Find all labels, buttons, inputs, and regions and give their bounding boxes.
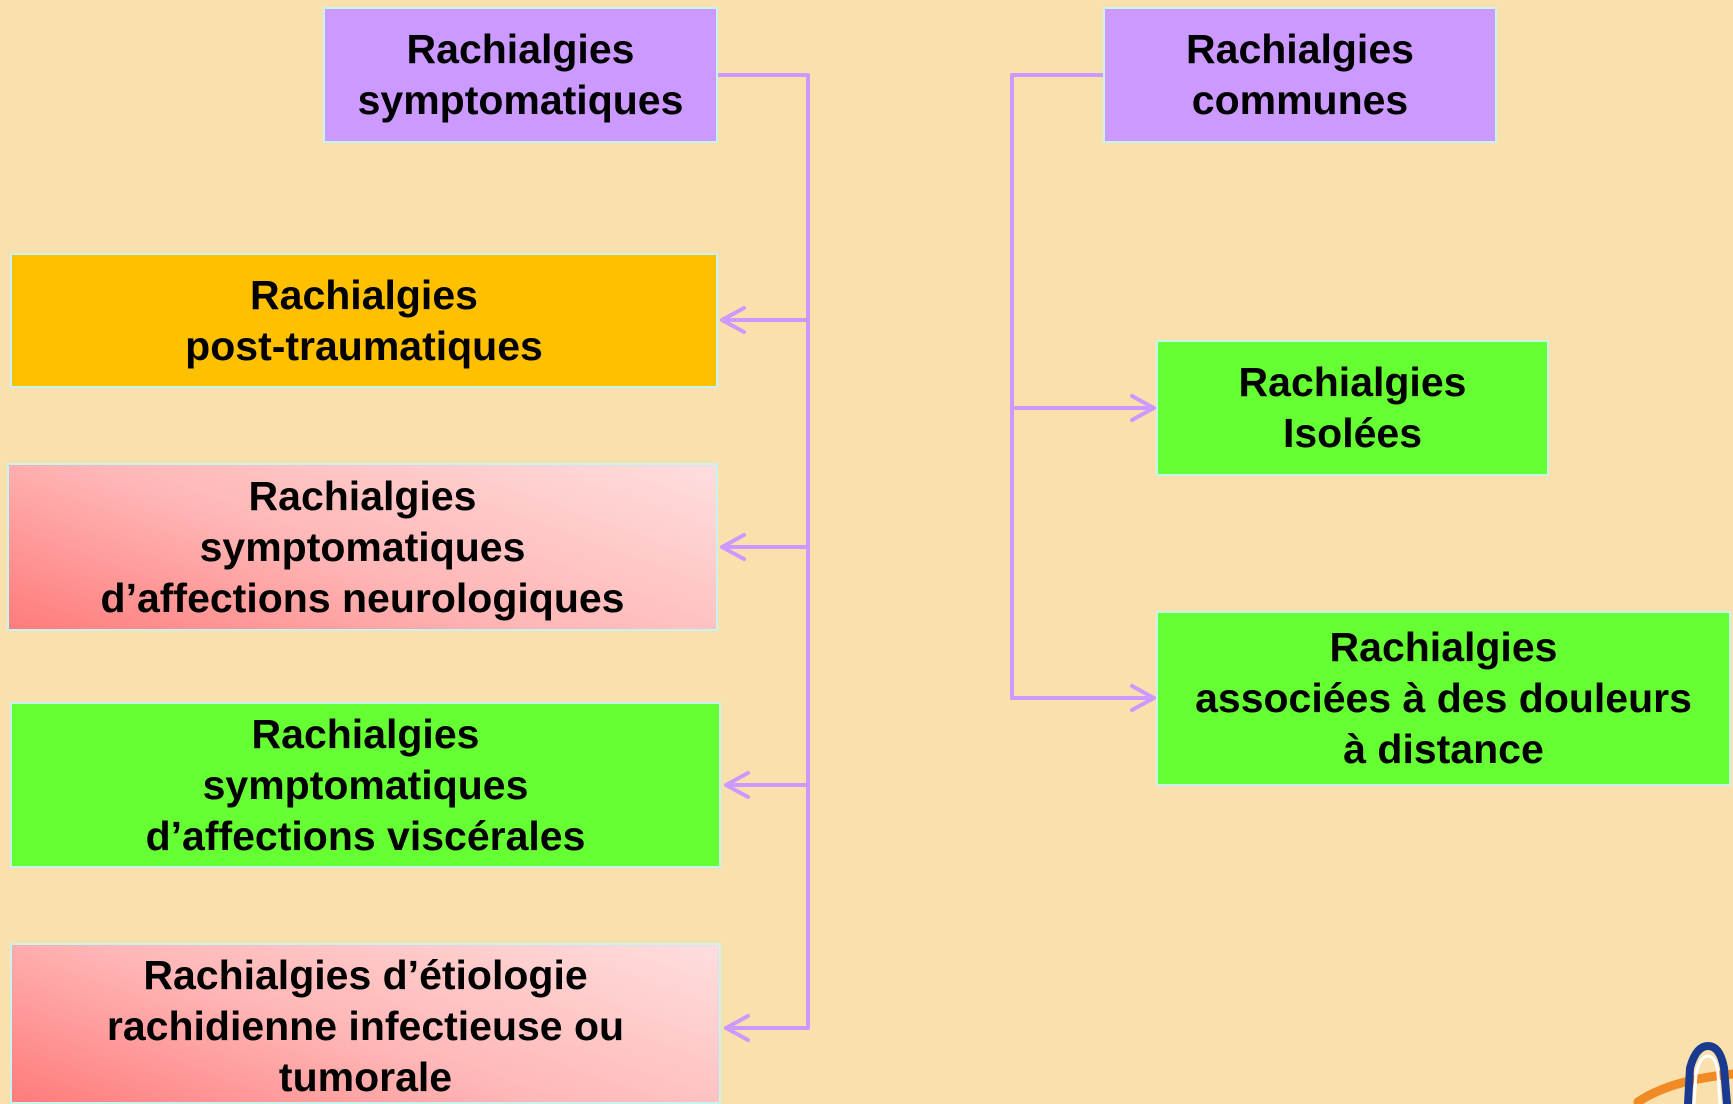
node-line: Rachialgies d’étiologie bbox=[143, 952, 588, 998]
node-line: Rachialgies bbox=[1238, 359, 1467, 405]
node-line: Isolées bbox=[1282, 410, 1423, 456]
node-associees-douleurs-distance: Rachialgies associées à des douleurs à d… bbox=[1156, 611, 1731, 786]
node-line: d’affections neurologiques bbox=[100, 574, 625, 621]
node-line: associées à des douleurs bbox=[1195, 675, 1692, 721]
node-line: Rachialgies bbox=[251, 710, 480, 757]
node-etiologie-infectieuse-tumorale: Rachialgies d’étiologie rachidienne infe… bbox=[10, 943, 721, 1104]
node-affections-neurologiques: Rachialgies symptomatiques d’affections … bbox=[7, 463, 718, 631]
node-affections-viscerales: Rachialgies symptomatiques d’affections … bbox=[10, 702, 721, 868]
node-line: à distance bbox=[1343, 726, 1544, 772]
node-line: Rachialgies bbox=[1186, 26, 1414, 72]
node-rachialgies-symptomatiques: Rachialgies symptomatiques bbox=[323, 7, 718, 143]
node-line: post-traumatiques bbox=[185, 322, 543, 369]
left-trunk bbox=[716, 73, 810, 1030]
node-line: rachidienne infectieuse ou bbox=[106, 1003, 625, 1049]
arrow-infectieuse bbox=[724, 1014, 810, 1042]
node-line: Rachialgies bbox=[250, 271, 478, 318]
node-line: symptomatiques bbox=[199, 523, 526, 570]
arrow-neurologiques bbox=[720, 533, 810, 561]
arrow-associees bbox=[1010, 684, 1156, 712]
node-line: Rachialgies bbox=[406, 26, 635, 72]
node-line: tumorale bbox=[278, 1054, 453, 1100]
node-line: communes bbox=[1191, 77, 1409, 123]
node-line: d’affections viscérales bbox=[145, 812, 586, 859]
right-trunk bbox=[1010, 73, 1107, 700]
node-isolees: Rachialgies Isolées bbox=[1156, 340, 1549, 476]
node-line: symptomatiques bbox=[357, 77, 684, 123]
logo-icon bbox=[1633, 1041, 1733, 1104]
node-line: Rachialgies bbox=[248, 472, 477, 519]
node-rachialgies-communes: Rachialgies communes bbox=[1103, 7, 1497, 143]
node-post-traumatiques: Rachialgies post-traumatiques bbox=[10, 253, 718, 388]
arrow-viscerales bbox=[724, 771, 810, 799]
arrow-isolees bbox=[1010, 394, 1156, 422]
node-line: symptomatiques bbox=[202, 761, 529, 808]
arrow-post-traumatiques bbox=[720, 306, 810, 334]
node-line: Rachialgies bbox=[1329, 624, 1558, 670]
